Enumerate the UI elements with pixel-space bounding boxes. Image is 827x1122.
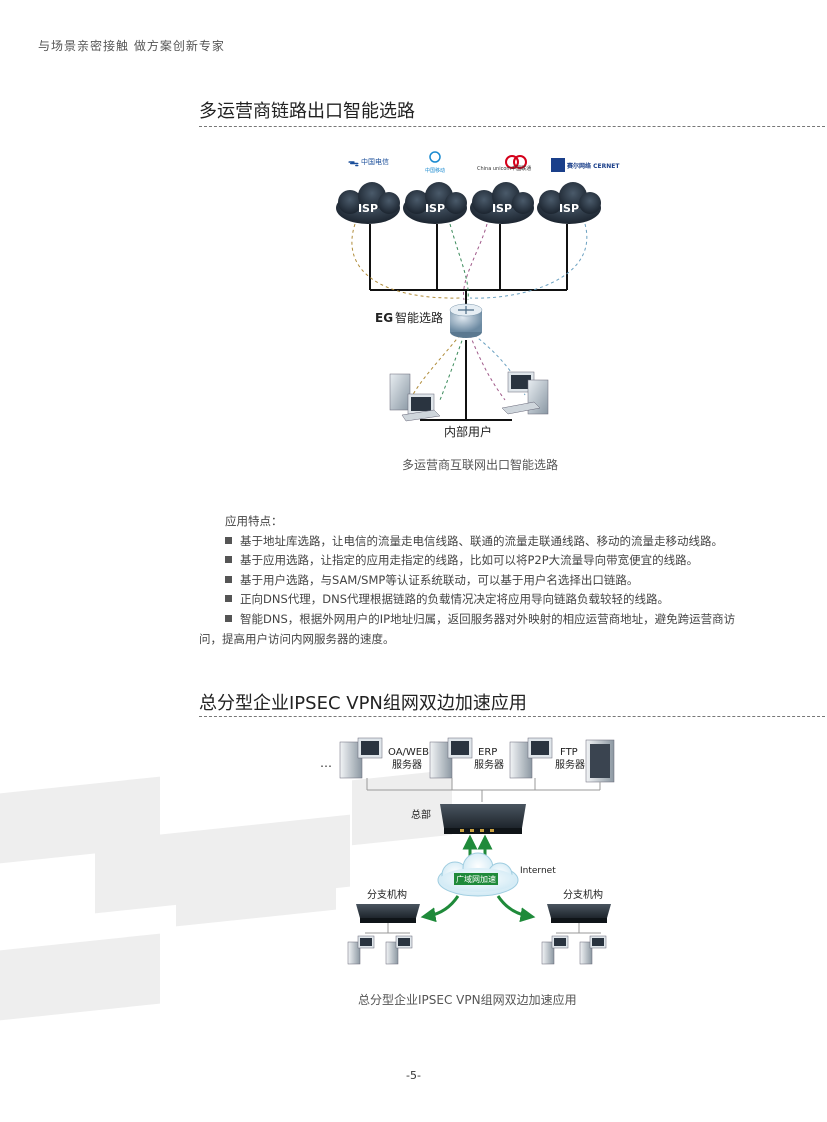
feature-item-text: 基于地址库选路，让电信的流量走电信线路、联通的流量走联通线路、移动的流量走移动线… bbox=[240, 533, 723, 548]
section-title: 多运营商链路出口智能选路 bbox=[199, 101, 415, 122]
server-sub: 服务器 bbox=[474, 758, 504, 771]
wan-accel-badge bbox=[454, 873, 498, 885]
page-number: -5- bbox=[406, 1069, 421, 1082]
server-name: OA/WEB bbox=[388, 747, 429, 758]
bullet-icon bbox=[225, 614, 232, 622]
server-rack-icon bbox=[585, 739, 615, 783]
ipsec-vpn-diagram: … OA/WEB 服务器 ERP 服务器 FTP 服务器 总部 bbox=[320, 737, 615, 965]
computer-icon bbox=[347, 935, 375, 965]
china-mobile-logo: 中国移动 bbox=[425, 151, 445, 174]
internet-label: Internet bbox=[520, 866, 556, 876]
server-icon bbox=[339, 737, 383, 779]
figure-caption: 总分型企业IPSEC VPN组网双边加速应用 bbox=[358, 993, 577, 1007]
feature-item-text: 智能DNS，根据外网用户的IP地址归属，返回服务器对外映射的相应运营商地址，避免… bbox=[199, 611, 736, 646]
feature-item: 正向DNS代理，DNS代理根据链路的负载情况决定将应用导向链路负载较轻的线路。 bbox=[199, 590, 747, 610]
isp-links bbox=[369, 224, 568, 305]
feature-item-text: 正向DNS代理，DNS代理根据链路的负载情况决定将应用导向链路负载较轻的线路。 bbox=[240, 592, 670, 607]
user-links bbox=[420, 340, 512, 421]
bullet-icon bbox=[225, 556, 232, 564]
computer-icon bbox=[385, 935, 413, 965]
logo-text: 赛尔网络 CERNET bbox=[566, 162, 620, 170]
china-telecom-logo: ᯓ 中国电信 bbox=[348, 156, 389, 169]
section-divider bbox=[199, 716, 825, 717]
server-icon bbox=[429, 737, 473, 779]
logo-text: 中国电信 bbox=[361, 157, 389, 166]
branch-label: 分支机构 bbox=[563, 888, 603, 901]
isp-cloud: ISP bbox=[403, 182, 467, 224]
bullet-icon bbox=[225, 536, 232, 544]
feature-item: 基于应用选路，让指定的应用走指定的线路，比如可以将P2P大流量导向带宽便宜的线路… bbox=[199, 551, 747, 571]
china-unicom-logo: China unicom中国联通 bbox=[477, 155, 531, 172]
branch-gateway-icon bbox=[547, 904, 611, 923]
feature-item: 智能DNS，根据外网用户的IP地址归属，返回服务器对外映射的相应运营商地址，避免… bbox=[199, 610, 747, 649]
section-title: 总分型企业IPSEC VPN组网双边加速应用 bbox=[199, 693, 527, 714]
feature-list: 应用特点： 基于地址库选路，让电信的流量走电信线路、联通的流量走联通线路、移动的… bbox=[199, 512, 747, 649]
computer-icon bbox=[501, 371, 549, 415]
feature-item-text: 基于用户选路，与SAM/SMP等认证系统联动，可以基于用户名选择出口链路。 bbox=[240, 572, 639, 587]
server-icon bbox=[509, 737, 553, 779]
feature-item-text: 基于应用选路，让指定的应用走指定的线路，比如可以将P2P大流量导向带宽便宜的线路… bbox=[240, 553, 699, 568]
branch-label: 分支机构 bbox=[367, 888, 407, 901]
branch-links bbox=[365, 923, 410, 934]
server-name: ERP bbox=[478, 747, 497, 758]
bullet-icon bbox=[225, 595, 232, 603]
header-tagline: 与场景亲密接触 做方案创新专家 bbox=[38, 39, 225, 53]
isp-cloud: ISP bbox=[537, 182, 601, 224]
server-links bbox=[366, 778, 601, 802]
router-icon bbox=[449, 303, 483, 338]
branch-gateway-icon bbox=[356, 904, 420, 923]
logo-text: China unicom中国联通 bbox=[477, 165, 531, 172]
logo-text: 中国移动 bbox=[425, 167, 445, 174]
figure-caption: 多运营商互联网出口智能选路 bbox=[402, 458, 559, 472]
server-sub: 服务器 bbox=[555, 758, 585, 771]
branch-arrows bbox=[420, 895, 536, 923]
isp-cloud: ISP bbox=[470, 182, 534, 224]
section-divider bbox=[199, 126, 825, 127]
server-sub: 服务器 bbox=[392, 758, 422, 771]
feature-item: 基于地址库选路，让电信的流量走电信线路、联通的流量走联通线路、移动的流量走移动线… bbox=[199, 532, 747, 552]
traffic-paths bbox=[351, 223, 588, 401]
wan-accel-label: 广域网加速 bbox=[456, 874, 496, 884]
cernet-logo: 赛尔网络 CERNET bbox=[551, 158, 620, 172]
hq-label: 总部 bbox=[411, 808, 431, 821]
branch-links bbox=[556, 923, 601, 934]
server-name: FTP bbox=[560, 747, 578, 758]
feature-item: 基于用户选路，与SAM/SMP等认证系统联动，可以基于用户名选择出口链路。 bbox=[199, 571, 747, 591]
isp-label: ISP bbox=[559, 202, 579, 215]
router-label-brand: EG bbox=[375, 311, 393, 325]
computer-icon bbox=[541, 935, 569, 965]
svg-text:ᯓ: ᯓ bbox=[348, 156, 359, 169]
more-servers-ellipsis: … bbox=[320, 756, 332, 770]
users-label: 内部用户 bbox=[444, 424, 492, 439]
isp-label: ISP bbox=[492, 202, 512, 215]
computer-icon bbox=[389, 373, 441, 422]
feature-intro: 应用特点： bbox=[225, 514, 283, 528]
multi-isp-diagram: ᯓ 中国电信 中国移动 China unicom中国联通 赛尔网络 CERNET… bbox=[336, 151, 620, 439]
computer-icon bbox=[579, 935, 607, 965]
isp-label: ISP bbox=[358, 202, 378, 215]
isp-cloud: ISP bbox=[336, 182, 400, 224]
hq-gateway-icon bbox=[440, 804, 526, 834]
isp-label: ISP bbox=[425, 202, 445, 215]
bullet-icon bbox=[225, 575, 232, 583]
router-label-text: 智能选路 bbox=[395, 310, 443, 325]
